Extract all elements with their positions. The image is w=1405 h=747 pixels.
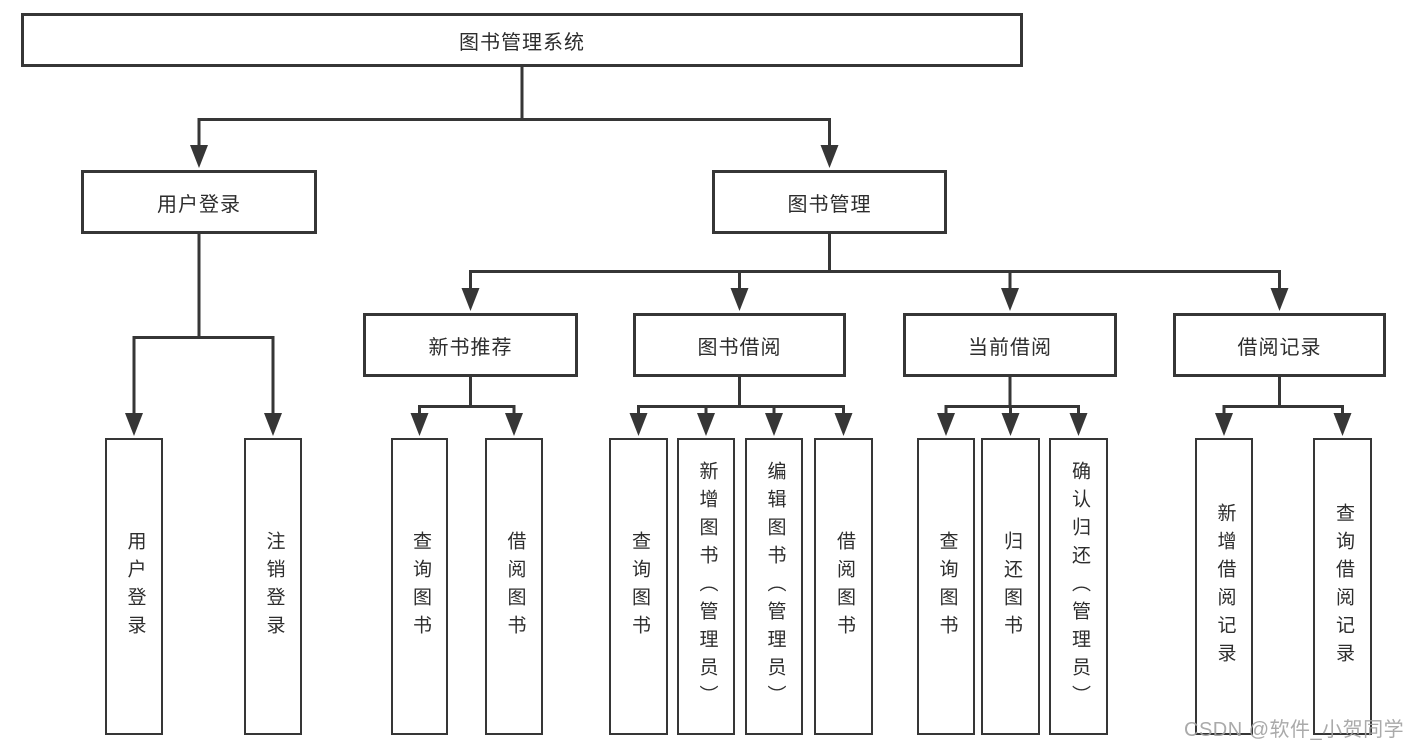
leaf-confirm-return-admin: 确认归还（管理员） xyxy=(1049,438,1108,735)
node-user-login: 用户登录 xyxy=(81,170,317,234)
leaf-recommend-borrow-books: 借阅图书 xyxy=(485,438,543,735)
node-book-borrowing: 图书借阅 xyxy=(633,313,846,377)
leaf-add-borrow-record: 新增借阅记录 xyxy=(1195,438,1253,735)
leaf-borrow-books: 借阅图书 xyxy=(814,438,873,735)
leaf-current-query-books: 查询图书 xyxy=(917,438,975,735)
csdn-watermark: CSDN @软件_小贺同学 xyxy=(1184,719,1405,741)
node-borrow-records: 借阅记录 xyxy=(1173,313,1386,377)
leaf-borrowing-query-books: 查询图书 xyxy=(609,438,668,735)
leaf-user-login: 用户登录 xyxy=(105,438,163,735)
node-current-borrowing: 当前借阅 xyxy=(903,313,1117,377)
leaf-query-borrow-record: 查询借阅记录 xyxy=(1313,438,1372,735)
arrowhead-icons xyxy=(125,145,1352,436)
leaf-return-books: 归还图书 xyxy=(981,438,1040,735)
leaf-edit-books-admin: 编辑图书（管理员） xyxy=(745,438,803,735)
node-library-system: 图书管理系统 xyxy=(21,13,1023,67)
leaf-recommend-query-books: 查询图书 xyxy=(391,438,448,735)
node-book-management: 图书管理 xyxy=(712,170,947,234)
node-new-book-recommend: 新书推荐 xyxy=(363,313,578,377)
leaf-logout: 注销登录 xyxy=(244,438,302,735)
leaf-add-books-admin: 新增图书（管理员） xyxy=(677,438,735,735)
